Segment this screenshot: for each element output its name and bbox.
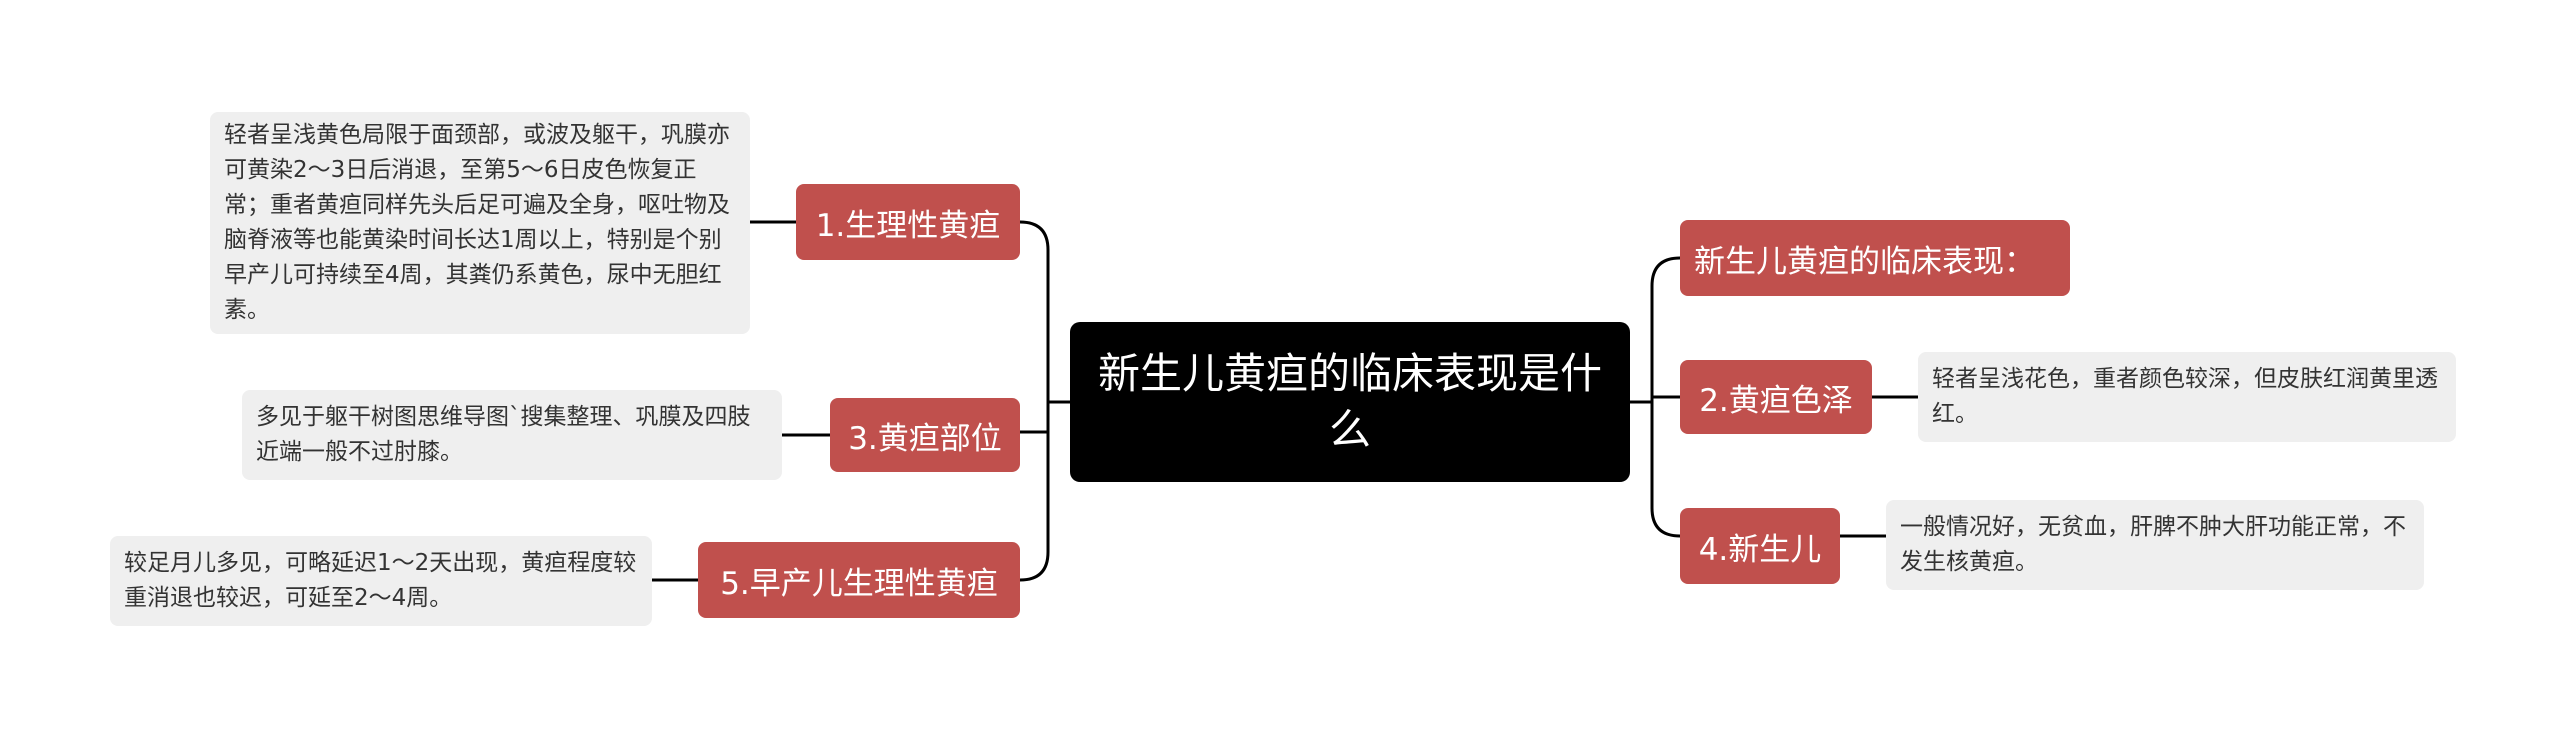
branch-jaundice-location[interactable]: 3.黄疸部位 bbox=[830, 398, 1020, 472]
leaf-text: 多见于躯干树图思维导图`搜集整理、巩膜及四肢近端一般不过肘膝。 bbox=[256, 404, 751, 465]
leaf-text: 较足月儿多见，可略延迟1～2天出现，黄疸程度较重消退也较迟，可延至2～4周。 bbox=[124, 550, 637, 611]
leaf-text: 轻者呈浅黄色局限于面颈部，或波及躯干，巩膜亦可黄染2～3日后消退，至第5～6日皮… bbox=[224, 122, 730, 323]
branch-premature-jaundice[interactable]: 5.早产儿生理性黄疸 bbox=[698, 542, 1020, 618]
branch-label: 5.早产儿生理性黄疸 bbox=[720, 565, 998, 602]
connector-left-trunk bbox=[1019, 220, 1050, 582]
branch-physiological-jaundice[interactable]: 1.生理性黄疸 bbox=[796, 184, 1020, 260]
leaf-jaundice-location: 多见于躯干树图思维导图`搜集整理、巩膜及四肢近端一般不过肘膝。 bbox=[242, 390, 782, 480]
branch-label: 新生儿黄疸的临床表现： bbox=[1694, 243, 2035, 280]
leaf-physiological-jaundice: 轻者呈浅黄色局限于面颈部，或波及躯干，巩膜亦可黄染2～3日后消退，至第5～6日皮… bbox=[210, 112, 750, 334]
leaf-premature-jaundice: 较足月儿多见，可略延迟1～2天出现，黄疸程度较重消退也较迟，可延至2～4周。 bbox=[110, 536, 652, 626]
branch-clinical-manifestation[interactable]: 新生儿黄疸的临床表现： bbox=[1680, 220, 2070, 296]
branch-label: 4.新生儿 bbox=[1698, 531, 1822, 568]
branch-jaundice-color[interactable]: 2.黄疸色泽 bbox=[1680, 360, 1872, 434]
leaf-text: 一般情况好，无贫血，肝脾不肿大肝功能正常，不发生核黄疸。 bbox=[1900, 514, 2406, 575]
leaf-text: 轻者呈浅花色，重者颜色较深，但皮肤红润黄里透红。 bbox=[1932, 366, 2438, 427]
branch-label: 3.黄疸部位 bbox=[848, 420, 1002, 457]
branch-label: 1.生理性黄疸 bbox=[815, 207, 1001, 244]
branch-label: 2.黄疸色泽 bbox=[1699, 382, 1853, 419]
leaf-jaundice-color: 轻者呈浅花色，重者颜色较深，但皮肤红润黄里透红。 bbox=[1918, 352, 2456, 442]
root-title: 新生儿黄疸的临床表现是什么 bbox=[1097, 349, 1602, 454]
branch-newborn[interactable]: 4.新生儿 bbox=[1680, 508, 1840, 584]
leaf-newborn: 一般情况好，无贫血，肝脾不肿大肝功能正常，不发生核黄疸。 bbox=[1886, 500, 2424, 590]
root-topic[interactable]: 新生儿黄疸的临床表现是什么 bbox=[1070, 322, 1630, 482]
